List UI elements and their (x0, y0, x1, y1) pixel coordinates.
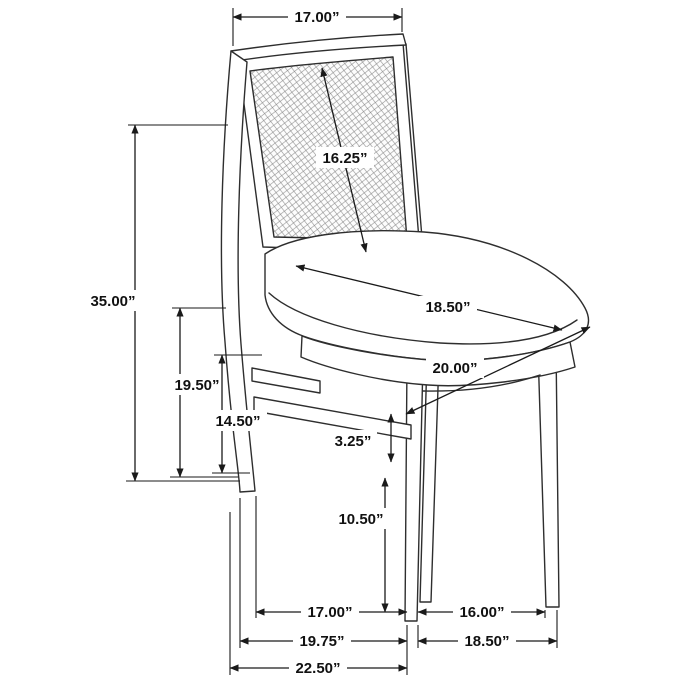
chair-top-rail (230, 33, 407, 62)
dimension-seat-depth: 18.50” (295, 264, 563, 332)
dimension-label-front-to-rear-leg-span: 17.00” (307, 604, 352, 621)
dimension-back-top-width: 17.00” (232, 6, 403, 46)
dimension-label-front-leg-height: 10.50” (338, 511, 383, 528)
dimension-label-seat-depth: 18.50” (425, 299, 470, 316)
dimension-label-back-panel-diagonal: 16.25” (322, 150, 367, 167)
dimension-side-leg-span: 16.00” (417, 601, 546, 622)
dimension-label-back-top-width: 17.00” (294, 9, 339, 26)
dimension-overall-height: 35.00” (84, 124, 240, 482)
dimension-base-width: 18.50” (417, 630, 558, 651)
dimension-label-seat-side-height: 14.50” (215, 413, 260, 430)
dimension-seat-width: 20.00” (405, 326, 591, 415)
dimension-front-to-rear-leg-span: 17.00” (255, 601, 408, 622)
dimension-label-overall-depth: 22.50” (295, 660, 340, 677)
dimension-seat-side-height: 14.50” (209, 354, 267, 474)
dimension-label-overall-height: 35.00” (90, 293, 135, 310)
dimension-base-depth: 19.75” (239, 630, 408, 651)
chair-front-right-leg (537, 344, 560, 608)
chair-side-rail (251, 367, 321, 394)
chair-drawing (220, 33, 590, 622)
dimension-label-seat-width: 20.00” (432, 360, 477, 377)
dimension-label-base-width: 18.50” (464, 633, 509, 650)
dimension-stretcher-thickness: 3.25” (329, 413, 395, 463)
dimension-front-leg-height: 10.50” (332, 477, 390, 613)
dimension-back-post-height: 19.50” (168, 307, 238, 478)
chair-stretcher (253, 396, 412, 440)
dimension-label-stretcher-thickness: 3.25” (335, 433, 372, 450)
dimension-back-panel-diagonal: 16.25” (316, 67, 374, 253)
chair-rear-left-leg (220, 50, 256, 493)
dimension-overall-depth: 22.50” (229, 657, 408, 678)
dimension-label-back-post-height: 19.50” (174, 377, 219, 394)
dimension-label-side-leg-span: 16.00” (459, 604, 504, 621)
dimension-label-base-depth: 19.75” (299, 633, 344, 650)
